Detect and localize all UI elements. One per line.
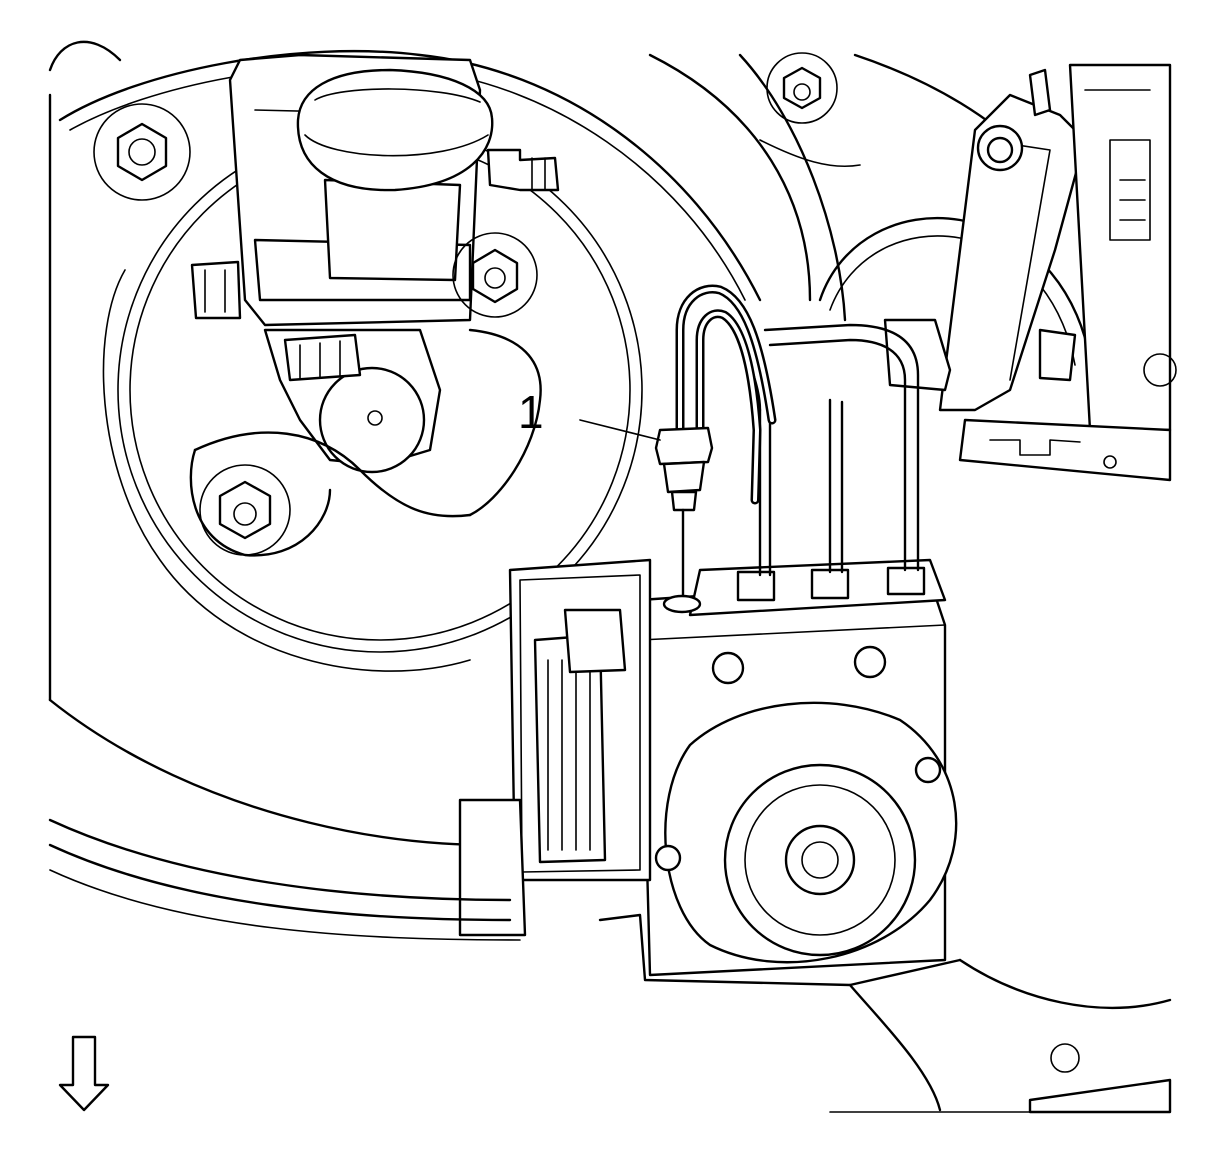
master-cylinder	[189, 53, 560, 557]
lower-frame-lines	[48, 818, 1172, 1114]
mounting-nut-left	[199, 464, 291, 556]
brake-pipes	[750, 323, 920, 577]
callout-1: 1	[518, 386, 661, 441]
brake-pipe-highlighted	[654, 284, 777, 614]
abs-module	[458, 558, 962, 1112]
down-arrow-icon	[58, 1035, 110, 1112]
body-structure-right	[648, 52, 1177, 482]
mounting-nut-right	[452, 232, 538, 318]
bolt-top-left	[93, 103, 191, 201]
callout-leader-line	[579, 419, 661, 441]
callout-label: 1	[518, 386, 544, 438]
